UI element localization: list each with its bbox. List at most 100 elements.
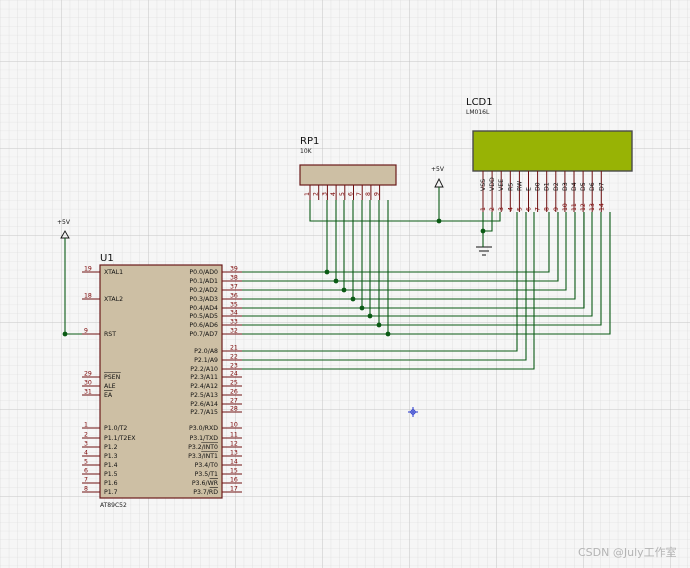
u1-pin-number: 17 <box>230 486 238 493</box>
u1-pin-number: 33 <box>230 319 238 326</box>
lcd1-pin-name: D2 <box>553 182 560 191</box>
junction-rst <box>62 331 68 337</box>
u1-pin-name: P2.7/A15 <box>190 409 218 416</box>
lcd1-pin-name: D5 <box>580 182 587 191</box>
u1-pin-number: 34 <box>230 310 238 317</box>
vcc-mid-label: +5V <box>431 166 445 173</box>
u1-pin-number: 5 <box>84 459 88 466</box>
u1-pin-name: P3.0/RXD <box>189 425 218 432</box>
u1-right-pins: 39P0.0/AD038P0.1/AD137P0.2/AD236P0.3/AD3… <box>188 266 242 496</box>
u1-pin-number: 16 <box>230 477 238 484</box>
lcd1-pin-number: 11 <box>571 203 578 211</box>
rp1-pin-number: 3 <box>321 192 328 196</box>
u1-pin-number: 37 <box>230 284 238 291</box>
u1-pin-number: 6 <box>84 468 88 475</box>
u1-pin-number: 35 <box>230 302 238 309</box>
rp1-pin-number: 9 <box>374 192 381 196</box>
rp1-pin-number: 8 <box>365 192 372 196</box>
lcd1-pin-name: RW <box>516 181 523 191</box>
u1-pin-number: 10 <box>230 422 238 429</box>
junction-p04 <box>359 305 365 311</box>
lcd1-display[interactable]: LCD1 LM016L VSS1VDD2VEE3RS4RW5E6D07D18D2… <box>466 97 633 212</box>
lcd1-pin-number: 5 <box>516 207 523 211</box>
u1-pin-number: 31 <box>84 389 92 396</box>
lcd1-pin-name: E <box>526 187 533 191</box>
u1-pin-name: P2.1/A9 <box>194 357 218 364</box>
lcd1-pin-name: D7 <box>598 182 605 191</box>
wire-p21-rw <box>242 212 527 361</box>
junction-p02 <box>341 287 347 293</box>
u1-pin-name: P3.2/INT0 <box>188 444 218 451</box>
ground-icon <box>476 246 492 256</box>
u1-pin-number: 18 <box>84 293 92 300</box>
wire-p22-e <box>242 212 535 370</box>
lcd1-pin-name: D3 <box>562 182 569 191</box>
u1-pin-name: P2.4/A12 <box>190 383 218 390</box>
u1-pin-number: 30 <box>84 380 92 387</box>
u1-ref-label: U1 <box>100 253 114 264</box>
u1-pin-number: 8 <box>84 486 88 493</box>
lcd1-pin-number: 10 <box>562 203 569 211</box>
u1-pin-name: P0.5/AD5 <box>189 313 218 320</box>
u1-pin-number: 3 <box>84 441 88 448</box>
wire-vee-gnd <box>483 212 493 232</box>
u1-pin-name: P1.4 <box>104 462 118 469</box>
lcd1-pin-number: 12 <box>580 203 587 211</box>
lcd1-pin-name: D4 <box>571 182 578 191</box>
u1-part-label: AT89C52 <box>100 502 127 509</box>
lcd1-part-label: LM016L <box>466 109 490 116</box>
u1-pin-name: P3.7/RD <box>193 489 218 496</box>
u1-pin-name: P3.3/INT1 <box>188 453 218 460</box>
u1-pin-name: EA <box>104 392 113 399</box>
u1-body[interactable] <box>99 264 223 499</box>
lcd1-pin-number: 14 <box>598 203 605 211</box>
u1-pin-number: 1 <box>84 422 88 429</box>
u1-pin-number: 13 <box>230 450 238 457</box>
u1-pin-number: 22 <box>230 354 238 361</box>
lcd1-pin-number: 9 <box>553 207 560 211</box>
u1-pin-number: 21 <box>230 345 238 352</box>
u1-pin-name: P3.5/T1 <box>195 471 218 478</box>
u1-pin-number: 26 <box>230 389 238 396</box>
u1-pin-name: P1.2 <box>104 444 118 451</box>
watermark: CSDN @July工作室 <box>578 545 677 559</box>
rp1-ref-label: RP1 <box>300 136 319 147</box>
lcd1-pin-name: D1 <box>544 182 551 191</box>
junction-vcc <box>436 218 442 224</box>
u1-pin-number: 11 <box>230 432 238 439</box>
u1-pin-name: ALE <box>104 383 116 390</box>
wire-p20-rs <box>242 212 518 352</box>
lcd1-pin-number: 7 <box>535 207 542 211</box>
u1-pin-name: RST <box>104 331 116 338</box>
rp1-value-label: 10K <box>300 148 313 155</box>
rp1-body[interactable] <box>299 164 397 186</box>
lcd1-pin-name: VDD <box>489 177 496 191</box>
lcd1-pin-name: VSS <box>480 179 487 191</box>
u1-pin-number: 39 <box>230 266 238 273</box>
u1-pin-name: P0.3/AD3 <box>189 296 218 303</box>
u1-pin-name: P2.6/A14 <box>190 401 218 408</box>
u1-pin-name: P3.4/T0 <box>195 462 218 469</box>
junction-gnd <box>480 228 486 234</box>
wire-p07 <box>242 212 611 335</box>
u1-pin-number: 38 <box>230 275 238 282</box>
u1-pin-name: P2.5/A13 <box>190 392 218 399</box>
u1-pin-name: P0.1/AD1 <box>189 278 218 285</box>
rp1-pin-number: 4 <box>330 192 337 196</box>
lcd1-pin-number: 8 <box>544 207 551 211</box>
wire-p06 <box>242 212 602 326</box>
u1-pin-number: 2 <box>84 432 88 439</box>
u1-pin-name: P3.6/WR <box>192 480 219 487</box>
u1-pin-number: 12 <box>230 441 238 448</box>
lcd1-screen[interactable] <box>472 130 633 172</box>
wires <box>62 187 611 370</box>
wire-p01 <box>242 212 559 282</box>
junction-p00 <box>324 269 330 275</box>
lcd1-pin-name: VEE <box>498 179 505 191</box>
u1-pin-name: P0.0/AD0 <box>189 269 218 276</box>
lcd1-pin-name: D6 <box>589 182 596 191</box>
